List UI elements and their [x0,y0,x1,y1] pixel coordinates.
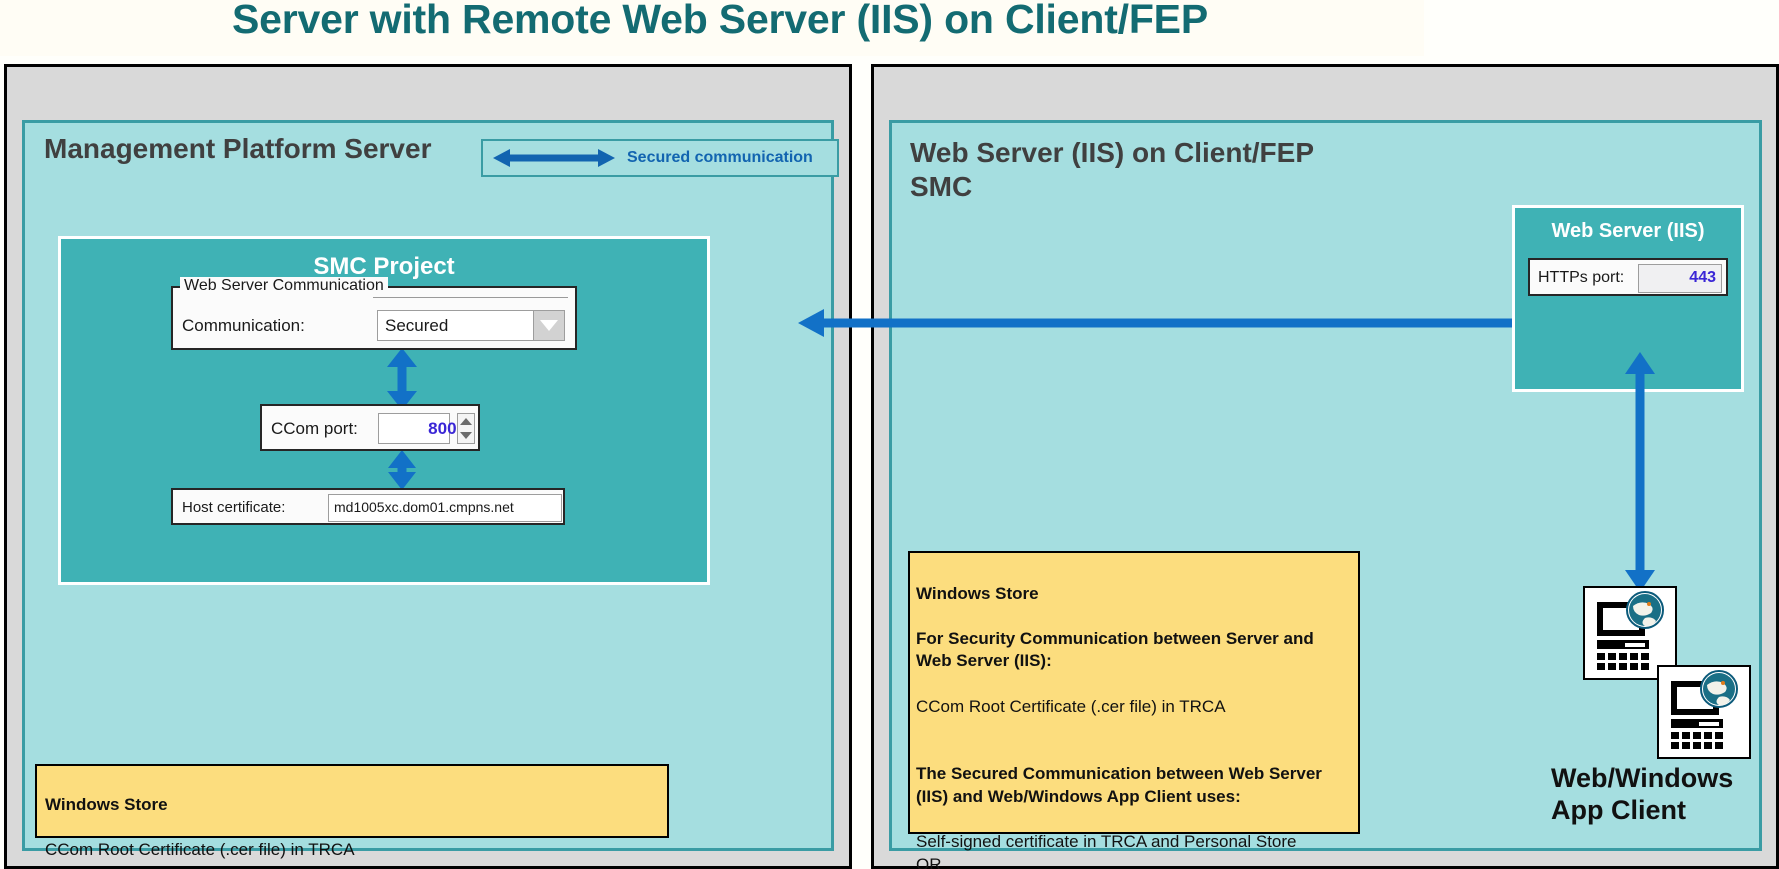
web-server-iis-box: Web Server (IIS) [1512,205,1744,392]
host-certificate-value: md1005xc.dom01.cmpns.net [334,499,514,515]
ccom-port-box: CCom port: 8008 [260,404,480,451]
communication-select-value: Secured [385,315,449,335]
communication-label: Communication: [182,316,305,335]
https-port-value: 443 [1689,269,1716,286]
https-port-label: HTTPs port: [1538,269,1625,286]
left-note-title: Windows Store [45,795,168,815]
right-note-section1-body: CCom Root Certificate (.cer file) in TRC… [916,696,1226,716]
smc-project-title: SMC Project [313,253,455,280]
left-windows-store-note: Windows Store CCom Root Certificate (.ce… [35,764,669,859]
title-background [0,0,1424,56]
host-certificate-input[interactable] [328,494,562,522]
arrow-server-to-iis [798,309,1588,337]
group-rule [373,297,568,298]
communication-select[interactable]: Secured [377,310,565,341]
arrow-communication-to-ccom [387,348,417,410]
legend-label: Secured communication [627,149,813,166]
ccom-port-label: CCom port: [271,419,358,438]
right-note-section2-body: Self-signed certificate in TRCA and Pers… [916,832,1297,869]
legend-secured-communication: Secured communication [481,139,839,177]
https-port-input[interactable] [1638,264,1722,293]
right-windows-store-note: Windows Store For Security Communication… [908,551,1360,869]
web-server-communication-legend: Web Server Communication [180,277,388,295]
client-label: Web/Windows App Client [1551,763,1734,826]
computer-globe-icon [1583,586,1677,680]
right-note-title: Windows Store [916,583,1039,603]
ccom-port-input[interactable] [378,413,450,444]
ccom-port-value: 8008 [428,419,466,438]
left-note-line-0: CCom Root Certificate (.cer file) in TRC… [45,840,355,860]
left-panel-heading: Management Platform Server [44,133,432,164]
https-port-box: HTTPs port: 443 [1528,258,1728,296]
host-certificate-box: Host certificate: md1005xc.dom01.cmpns.n… [171,488,565,525]
arrow-ccom-to-hostcert [388,450,416,490]
arrow-iis-to-client [1625,352,1655,592]
computer-globe-icon [1657,665,1751,759]
web-server-iis-title: Web Server (IIS) [1551,220,1705,242]
right-panel-heading: Web Server (IIS) on Client/FEP SMC [910,137,1315,203]
web-server-communication-group: Web Server Communication Communication: … [171,277,577,350]
right-note-section1-heading: For Security Communication between Serve… [916,628,1314,671]
chevron-down-icon[interactable] [533,311,564,340]
host-certificate-label: Host certificate: [182,499,286,516]
double-headed-arrow-icon [493,149,615,167]
right-note-section2-heading: The Secured Communication between Web Se… [916,764,1322,807]
spinner-updown-icon[interactable] [457,413,475,444]
page-title: Server with Remote Web Server (IIS) on C… [232,0,1208,42]
